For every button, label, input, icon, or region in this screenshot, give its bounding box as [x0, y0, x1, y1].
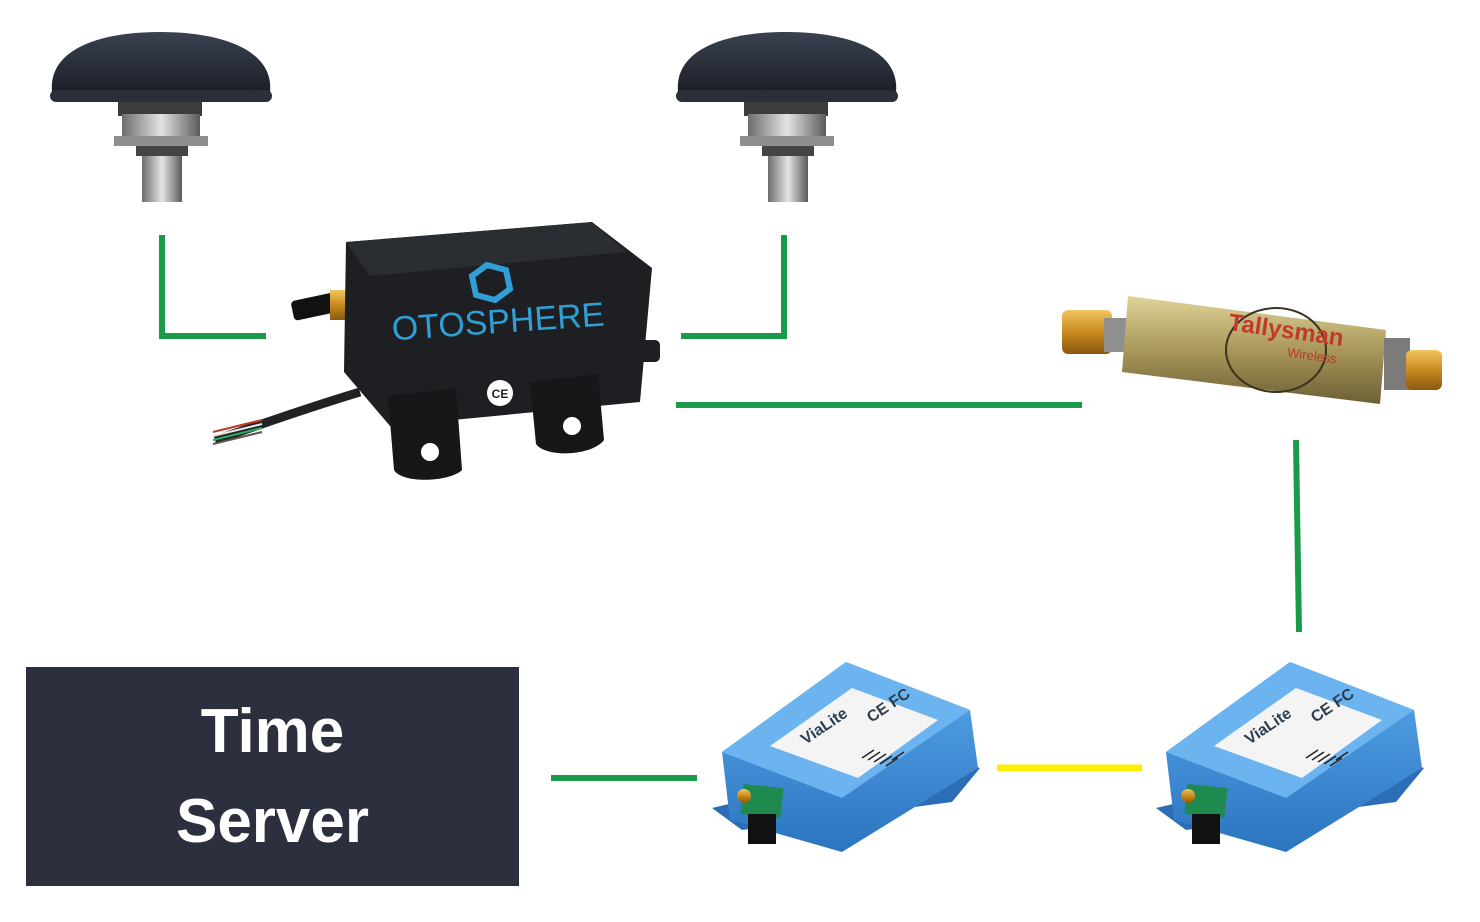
- receiver-ce-mark: CE: [492, 387, 509, 401]
- time-server-label-line2: Server: [175, 786, 370, 856]
- connection-lines: [159, 235, 1302, 781]
- fiber-converter-right: ViaLite CE FC: [1156, 662, 1424, 852]
- time-server-label-line1: Time: [200, 696, 345, 766]
- gnss-receiver: CE OTOSPHERE: [212, 222, 660, 480]
- time-server-box: Time Server: [26, 667, 519, 886]
- link-splitter-to-converter-right: [1293, 439, 1302, 633]
- link-antenna-right-to-receiver: [681, 235, 787, 339]
- link-antenna-left-to-receiver: [159, 235, 266, 339]
- gnss-splitter: Tallysman Wireless: [1062, 296, 1442, 404]
- antenna-right: [676, 32, 898, 202]
- splitter-sub-text: Wireless: [1286, 345, 1338, 367]
- otosphere-logo-icon: [468, 261, 514, 304]
- fiber-converter-left: ViaLite CE FC: [712, 662, 980, 852]
- antenna-left: [50, 32, 272, 202]
